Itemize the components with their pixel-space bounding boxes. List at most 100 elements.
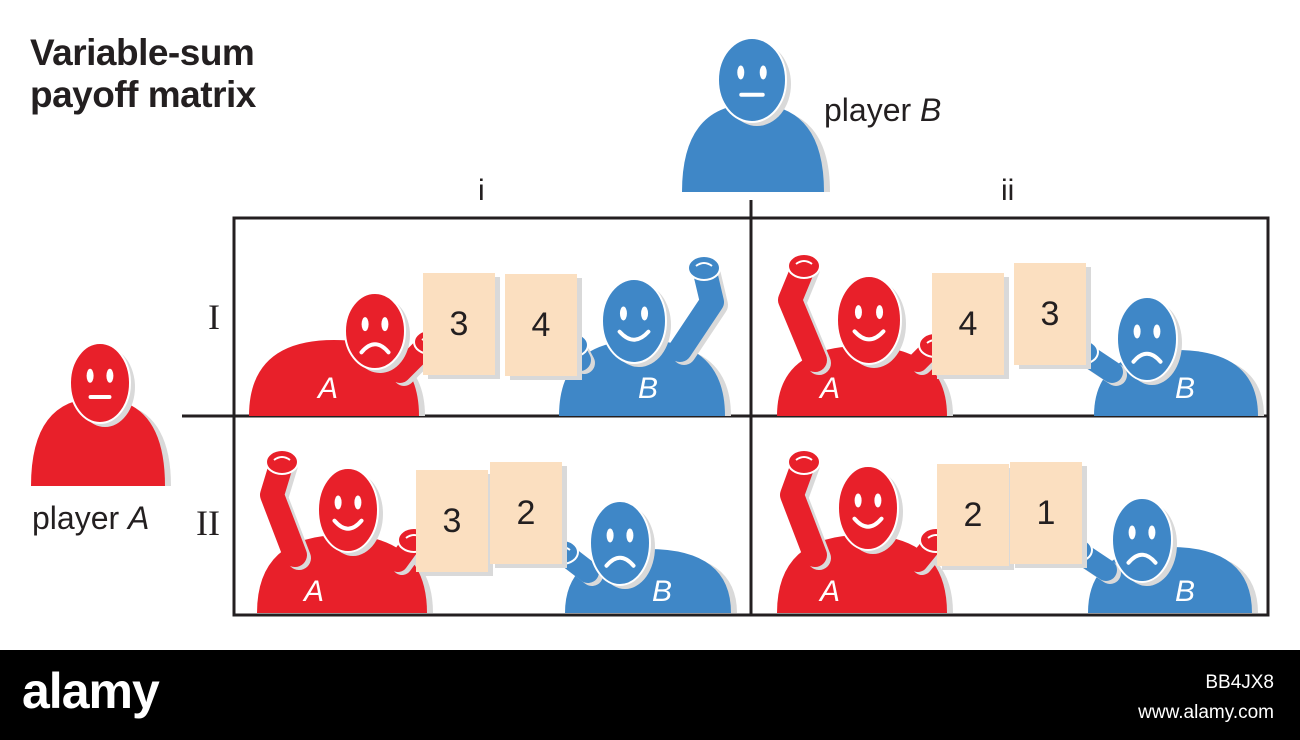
mouth — [617, 329, 651, 342]
eye-right — [641, 306, 649, 321]
eye-right — [1153, 324, 1161, 339]
eye-right — [381, 317, 389, 332]
fist — [265, 449, 299, 475]
tag-b-I-i: B — [638, 372, 659, 405]
player-a-word: player — [32, 500, 129, 536]
payoff-card-b-II-i: 2 — [490, 462, 562, 564]
payoff-card-b-II-ii: 1 — [1010, 462, 1082, 564]
payoff-card-a-I-i: 3 — [423, 273, 495, 375]
player-b-word: player — [824, 92, 921, 128]
mouth — [852, 516, 884, 529]
eye-left — [606, 528, 614, 543]
eye-right — [354, 495, 362, 510]
tag-a-II-i: A — [304, 575, 325, 608]
mouth — [852, 329, 886, 342]
cell-I-i-a-head — [344, 292, 410, 373]
cell-II-i-a-arm-raised — [260, 449, 311, 570]
eye-left — [619, 306, 627, 321]
eye-right — [1148, 525, 1156, 540]
head — [601, 278, 667, 364]
eye-left — [361, 317, 369, 332]
column-label-i: i — [478, 174, 485, 207]
fist — [787, 253, 821, 279]
tag-b-II-i: B — [652, 575, 673, 608]
row-label-I: I — [208, 297, 220, 337]
mouth — [1126, 552, 1158, 565]
cell-II-i-a-head — [317, 467, 383, 556]
watermark-site: www.alamy.com — [1138, 702, 1274, 723]
tag-a-II-ii: A — [820, 575, 841, 608]
fist-fold — [695, 262, 713, 267]
player-b-body — [682, 104, 830, 192]
cell-I-i-b-head — [601, 278, 671, 367]
diagram-art — [31, 37, 1270, 617]
watermark-image-id: BB4JX8 — [1205, 672, 1274, 693]
watermark-logo: alamy — [22, 663, 160, 719]
eye-left — [737, 65, 745, 80]
cell-I-i-b-arm-raised — [668, 255, 728, 365]
eye-right — [106, 368, 114, 383]
tag-a-I-ii: A — [820, 372, 841, 405]
payoff-card-b-I-ii: 3 — [1014, 263, 1086, 365]
head — [837, 465, 899, 551]
head — [836, 275, 902, 365]
cell-I-ii-a-arm-raised — [778, 253, 831, 375]
cell-I-ii-b-head — [1116, 296, 1182, 385]
cell-II-i-b-head — [589, 500, 655, 589]
diagram-title: Variable-sum payoff matrix — [30, 32, 256, 116]
head — [317, 467, 379, 553]
mouth — [359, 342, 391, 355]
fist — [787, 449, 821, 475]
cell-II-ii-a-arm-raised — [780, 449, 831, 570]
head — [1116, 296, 1178, 382]
player-b-letter: B — [920, 92, 942, 128]
watermark-bar: alamy BB4JX8 www.alamy.com — [0, 650, 1300, 740]
torso — [31, 398, 165, 486]
eye-left — [1133, 324, 1141, 339]
fist-fold — [795, 260, 813, 265]
cell-II-ii-a-head — [837, 465, 903, 554]
cell-II-ii-b-head — [1111, 497, 1177, 586]
eye-left — [854, 305, 862, 320]
head — [589, 500, 651, 586]
payoff-card-b-I-i: 4 — [505, 274, 577, 376]
eye-right — [874, 493, 882, 508]
mouth — [604, 555, 636, 568]
head — [344, 292, 406, 370]
row-label-II: II — [196, 503, 220, 543]
eye-left — [854, 493, 862, 508]
tag-b-I-ii: B — [1175, 372, 1196, 405]
head — [717, 37, 787, 123]
mouth — [1131, 351, 1163, 364]
player-b-head — [717, 37, 791, 126]
eye-right — [876, 305, 884, 320]
column-label-ii: ii — [1001, 174, 1015, 207]
player-a-body — [31, 398, 171, 486]
payoff-card-a-II-ii: 2 — [937, 464, 1009, 566]
torso — [682, 104, 824, 192]
player-figures — [31, 37, 1264, 613]
fist-fold — [273, 456, 291, 461]
player-b-label: player B — [824, 92, 941, 129]
title-line-1: Variable-sum — [30, 32, 255, 73]
payoff-card-a-II-i: 3 — [416, 470, 488, 572]
head — [69, 342, 131, 424]
player-a-head — [69, 342, 135, 427]
fist-fold — [795, 456, 813, 461]
player-a-label: player A — [32, 500, 149, 537]
eye-right — [626, 528, 634, 543]
head — [1111, 497, 1173, 583]
title-line-2: payoff matrix — [30, 74, 256, 115]
cell-I-ii-a-head — [836, 275, 906, 368]
eye-left — [334, 495, 342, 510]
tag-b-II-ii: B — [1175, 575, 1196, 608]
eye-left — [1128, 525, 1136, 540]
eye-left — [86, 368, 94, 383]
payoff-card-a-I-ii: 4 — [932, 273, 1004, 375]
fist — [687, 255, 721, 281]
eye-right — [759, 65, 767, 80]
player-a-letter: A — [128, 500, 150, 536]
mouth — [332, 518, 364, 531]
tag-a-I-i: A — [318, 372, 339, 405]
